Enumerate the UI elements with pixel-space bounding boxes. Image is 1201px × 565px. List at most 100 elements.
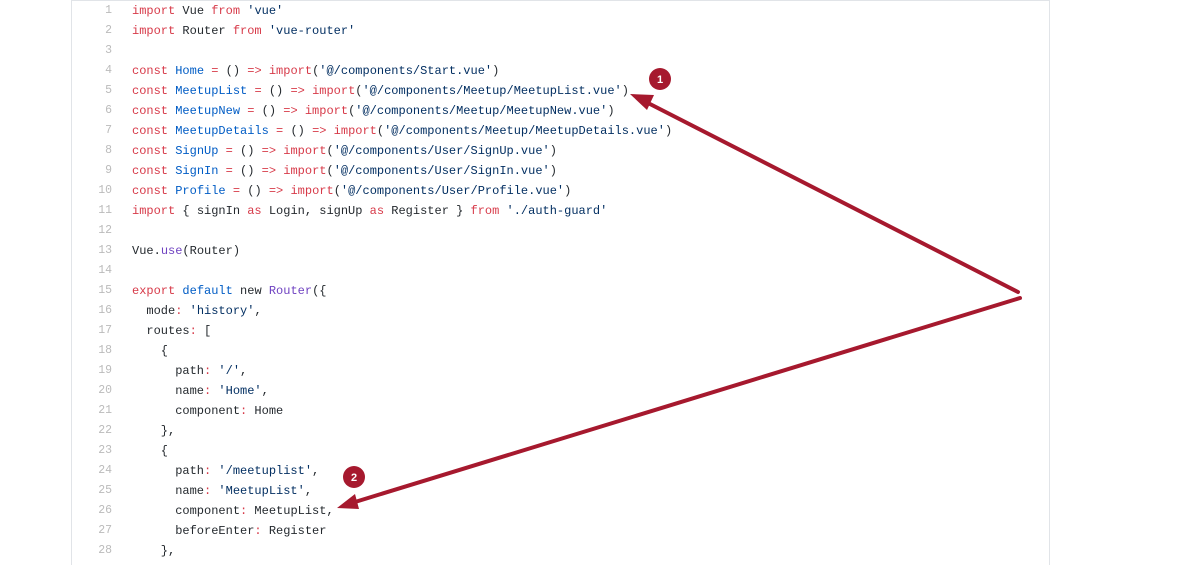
badge-2: 2 [343,466,365,488]
code-token: { [132,444,169,458]
code-token: , [261,384,269,398]
code-text: Vue.use(Router) [132,241,240,261]
code-token: (Router) [182,244,241,258]
line-number: 18 [98,344,112,357]
code-token: mode [132,304,176,318]
code-line: 21 component: Home [72,401,1049,421]
code-token: new [232,284,269,298]
code-token: : [175,304,183,318]
code-token: SignUp [175,144,219,158]
code-token: 'MeetupList' [218,484,305,498]
code-text: const MeetupList = () => import('@/compo… [132,81,629,101]
code-token: => [261,144,277,158]
code-token: 'vue' [247,4,284,18]
code-token: Register } [384,204,471,218]
code-token: => [247,64,262,78]
code-token: { signIn [175,204,248,218]
code-token: from [211,4,241,18]
badge-1: 1 [649,68,671,90]
code-token: const [132,164,169,178]
code-token: : [240,504,248,518]
code-line: 5 const MeetupList = () => import('@/comp… [72,81,1049,101]
code-token: const [132,184,169,198]
code-token: () [232,164,262,178]
line-number: 7 [105,124,112,137]
code-token: './auth-guard' [506,204,608,218]
code-token: '@/components/User/Profile.vue' [340,184,565,198]
code-token: MeetupNew [175,104,241,118]
code-text: }, [132,541,175,561]
arrow-1-icon [646,101,1020,294]
code-text: const Profile = () => import('@/componen… [132,181,571,201]
code-token: = [247,104,255,118]
line-number: 27 [98,524,112,537]
code-token: , [254,304,262,318]
code-token: => [268,184,284,198]
line-number: 11 [98,204,112,217]
code-token: MeetupList, [247,504,334,518]
code-token: ( [348,104,356,118]
code-token: Router [268,284,313,298]
code-token: import [304,104,349,118]
code-token: ) [621,84,629,98]
code-token: const [132,124,169,138]
code-token: ( [312,64,320,78]
code-text: path: '/meetuplist', [132,461,319,481]
line-number: 23 [98,444,112,457]
code-text: }, [132,421,175,441]
code-token: Home [247,404,284,418]
code-token: component [132,504,241,518]
arrow-1-head-icon [630,94,654,110]
code-token: = [211,64,219,78]
code-token: [ [196,324,212,338]
code-token: () [240,184,269,198]
line-number: 5 [105,84,112,97]
code-token: = [276,124,284,138]
code-token: , [312,464,320,478]
code-token: ( [355,84,363,98]
code-token: beforeEnter [132,524,255,538]
code-text: import Router from 'vue-router' [132,21,355,41]
code-token: : [254,524,262,538]
code-text: import Vue from 'vue' [132,1,283,21]
code-token: import [132,204,176,218]
line-number: 28 [98,544,112,557]
line-number: 9 [105,164,112,177]
code-text: const MeetupDetails = () => import('@/co… [132,121,672,141]
code-token: const [132,84,169,98]
code-token: , [304,484,313,498]
code-token: '@/components/User/SignIn.vue' [333,164,550,178]
code-text: const Home = () => import('@/components/… [132,61,499,81]
code-text: name: 'MeetupList', [132,481,312,501]
line-number: 25 [98,484,112,497]
code-line: 3 [72,41,1049,61]
code-token: Register [261,524,327,538]
code-token: '@/components/Meetup/MeetupNew.vue' [355,104,608,118]
code-token: const [132,104,169,118]
code-token: : [240,404,248,418]
line-number: 24 [98,464,112,477]
code-token: , [240,364,248,378]
code-token: ( [376,124,385,138]
code-token: '/' [218,364,241,378]
line-number: 16 [98,304,112,317]
badge-2-label: 2 [351,472,357,484]
code-token: '@/components/Start.vue' [319,64,493,78]
code-line: 24 path: '/meetuplist', [72,461,1049,481]
line-number: 17 [98,324,112,337]
code-token: () [283,124,313,138]
code-token: }, [132,424,176,438]
arrow-2-head-icon [337,494,359,509]
code-token: import [312,84,356,98]
code-text: name: 'Home', [132,381,269,401]
code-token: ) [549,164,557,178]
code-text: const MeetupNew = () => import('@/compon… [132,101,615,121]
line-number: 1 [105,4,112,17]
code-token: ) [564,184,572,198]
code-token: path [132,364,205,378]
